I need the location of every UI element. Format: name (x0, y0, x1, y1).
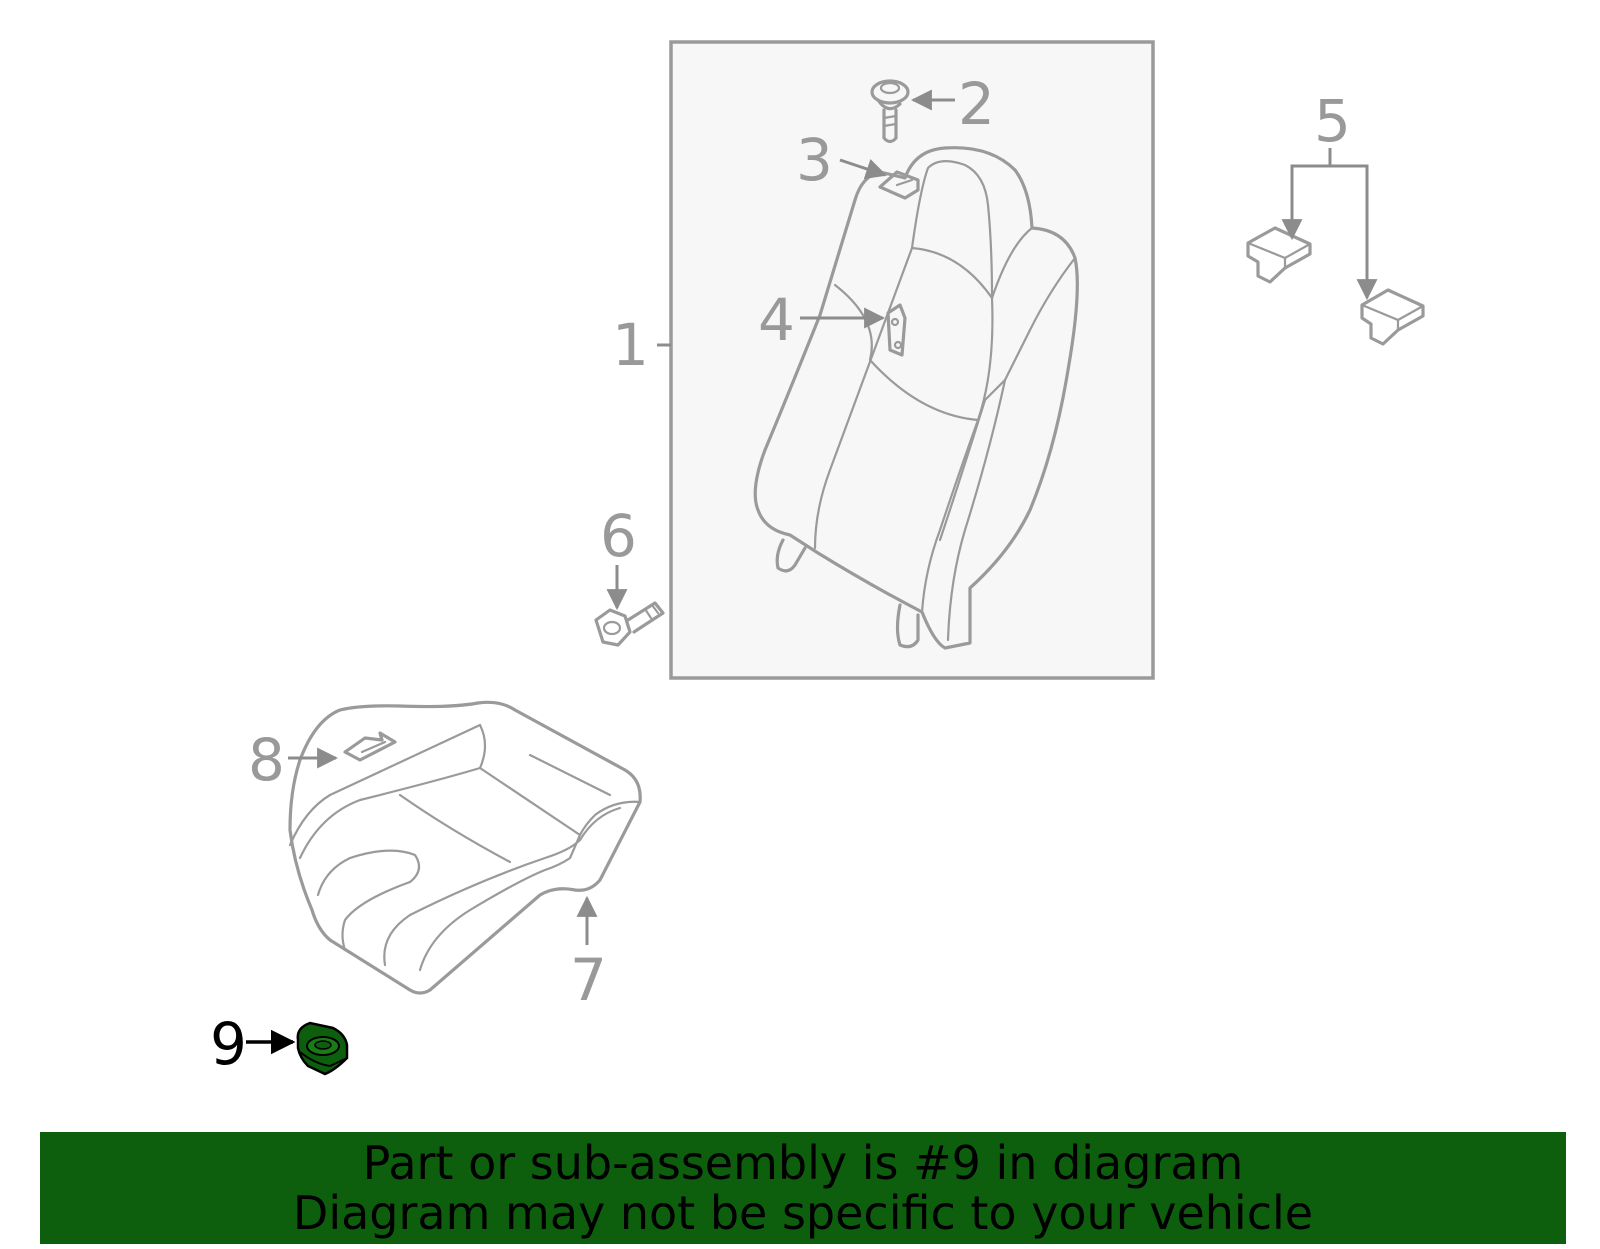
seat-back (753, 146, 1079, 650)
leader-line-5b (1330, 164, 1378, 301)
callout-3[interactable]: 3 (796, 126, 833, 194)
banner-line-2: Diagram may not be specific to your vehi… (292, 1186, 1314, 1240)
info-banner: Part or sub-assembly is #9 in diagram Di… (40, 1132, 1566, 1244)
part-3-guide (878, 170, 920, 200)
callout-7[interactable]: 7 (570, 946, 607, 1014)
part-5-covers (1246, 226, 1425, 346)
part-8-clip (343, 731, 397, 762)
callout-1[interactable]: 1 (612, 311, 649, 379)
callout-8[interactable]: 8 (248, 726, 285, 794)
seat-cushion (288, 700, 642, 995)
callout-6[interactable]: 6 (600, 502, 637, 570)
part-9-cap-highlighted (296, 1021, 349, 1076)
leader-line-3 (839, 158, 887, 179)
part-4-clip (886, 303, 907, 357)
leader-line-5 (1281, 148, 1332, 241)
assembly-box (669, 40, 1155, 680)
callout-5[interactable]: 5 (1314, 87, 1351, 155)
part-2-screw (870, 79, 910, 144)
banner-line-1: Part or sub-assembly is #9 in diagram (362, 1136, 1244, 1190)
callout-2[interactable]: 2 (958, 70, 995, 138)
callout-9-highlighted[interactable]: 9 (210, 1010, 247, 1078)
part-6-bolt (594, 601, 665, 647)
callout-4[interactable]: 4 (758, 286, 795, 354)
